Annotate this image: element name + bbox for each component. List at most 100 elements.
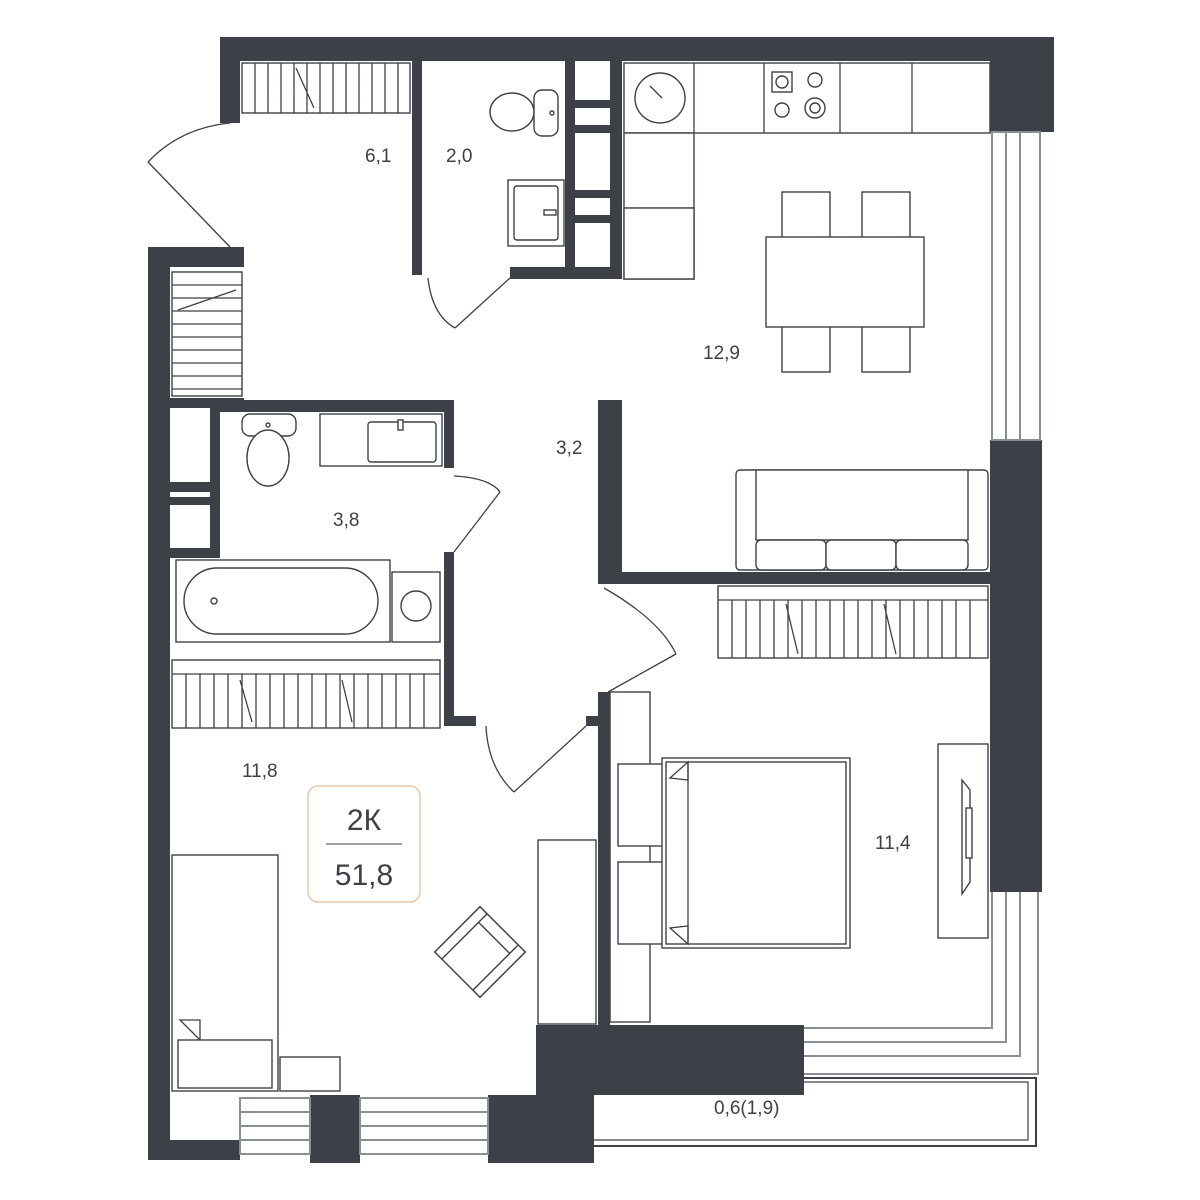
kitchen-fridge <box>623 207 695 280</box>
toilet-wc <box>489 89 559 137</box>
window-bedroom-line-1 <box>804 892 993 1029</box>
wardrobe-storage-body <box>171 271 243 397</box>
bathtub-basin <box>183 567 379 635</box>
window-kitchen-frame <box>991 131 1041 441</box>
kitchen-sink-tap <box>649 85 663 99</box>
wardrobe-hall-body <box>241 62 411 114</box>
area-label-balcony: 0,6(1,9) <box>714 1098 779 1119</box>
wall-bath-top <box>210 400 454 412</box>
wall-wc-right <box>610 60 622 275</box>
bed-single-pillow <box>177 1039 273 1089</box>
apartment-badge: 2К 51,8 <box>307 785 421 903</box>
stove-burner-2 <box>807 72 823 88</box>
bed-double <box>617 757 851 949</box>
door-entrance-leaf <box>147 161 231 248</box>
wall-top-left-stub <box>220 37 240 123</box>
wardrobe-hall <box>241 62 411 114</box>
wardrobe-room-left-body <box>171 659 441 729</box>
area-label-bath: 3,8 <box>333 510 359 531</box>
area-label-room-left: 11,8 <box>242 761 278 782</box>
sink-wc <box>507 179 565 247</box>
wall-bath-left <box>210 400 220 550</box>
wall-closet-foot <box>444 716 476 726</box>
door-bedroom <box>603 587 677 693</box>
area-label-kitchen: 12,9 <box>703 343 740 364</box>
dining-table-set <box>765 191 925 373</box>
desk <box>537 839 597 1025</box>
window-bedroom-line-4 <box>804 892 1039 1075</box>
sofa-cushion-2 <box>825 539 897 571</box>
wall-shaft-h1 <box>565 100 615 108</box>
bathtub-drain <box>210 597 218 605</box>
wall-bath-right-upper <box>444 400 454 468</box>
wc-fixtures <box>489 89 565 247</box>
wall-bottom-pier <box>310 1095 360 1163</box>
door-bath <box>453 475 501 553</box>
kitchen-sink <box>634 72 686 124</box>
wall-bedroom-left <box>598 692 610 1025</box>
washing-machine-drum <box>400 590 432 622</box>
wall-shaft-h2 <box>565 125 615 133</box>
door-wc-leaf <box>454 277 511 329</box>
sofa-cushion-3 <box>895 539 969 571</box>
area-label-wc: 2,0 <box>446 146 472 167</box>
wall-left-top <box>148 247 244 267</box>
stove-burner-4-inner <box>809 102 821 114</box>
tv-base <box>965 807 973 859</box>
wall-bottom-block-2 <box>536 1025 594 1163</box>
stove <box>771 71 826 119</box>
bathroom <box>175 413 443 643</box>
sofa-cushion-1 <box>755 539 827 571</box>
wall-right-middle <box>990 440 1042 892</box>
apartment-badge-rooms: 2К <box>347 804 382 837</box>
balcony-outline-outer <box>594 1077 1037 1147</box>
wall-shaft-left <box>565 60 575 275</box>
doors <box>147 122 677 793</box>
toilet-wc-bowl <box>489 92 535 132</box>
armchair-arm-right <box>471 943 527 999</box>
door-bedroom-leaf <box>607 653 677 693</box>
door-room-left-swing <box>485 725 515 793</box>
kitchen <box>623 62 991 571</box>
wardrobe-room-left-hatching <box>185 674 425 728</box>
armchair <box>433 905 527 999</box>
bathtub <box>175 559 391 643</box>
door-bath-swing <box>453 475 501 493</box>
wall-living-bottom <box>598 572 990 584</box>
stove-burner-1-ring <box>775 75 789 89</box>
wall-closet-right <box>444 640 454 726</box>
stove-burner-3 <box>774 102 790 118</box>
wall-bath-shaft-h2 <box>170 497 220 505</box>
wall-bath-shaft-h1 <box>170 482 220 492</box>
area-labels: 6,1 2,0 12,9 3,2 3,8 11,8 11,4 0,6(1,9) <box>242 146 911 1119</box>
door-entrance <box>147 122 231 248</box>
wall-bottom-left <box>148 1140 240 1160</box>
toilet-bath-button <box>265 422 271 428</box>
wardrobe-bedroom-body <box>717 585 989 659</box>
sink-bath <box>319 413 443 467</box>
wardrobe-hall-hatching <box>254 63 399 113</box>
area-label-room-right: 11,4 <box>875 833 911 854</box>
wall-left <box>148 247 170 1160</box>
wall-top <box>220 37 1054 61</box>
window-bedroom <box>804 892 1039 1075</box>
washing-machine <box>391 571 441 643</box>
door-bath-leaf <box>453 491 501 553</box>
area-label-corridor: 3,2 <box>556 438 582 459</box>
wardrobe-bedroom-hatching <box>731 600 971 658</box>
dining-table <box>765 236 925 328</box>
bed-single-blanket-corner <box>178 1019 201 1042</box>
wardrobe-storage <box>171 271 243 397</box>
room-left-furniture <box>171 839 597 1092</box>
wardrobes <box>171 62 989 729</box>
door-bedroom-swing <box>603 587 677 655</box>
balcony-outline-inner <box>594 1081 1029 1141</box>
wardrobe-storage-hatching <box>172 284 242 390</box>
toilet-wc-tank <box>533 89 559 137</box>
wall-shaft-h4 <box>565 215 615 223</box>
sink-wc-basin <box>513 185 559 241</box>
nightstand-left <box>279 1056 341 1092</box>
wall-bath-right-lower <box>444 552 454 652</box>
wall-wc-left <box>412 60 422 275</box>
